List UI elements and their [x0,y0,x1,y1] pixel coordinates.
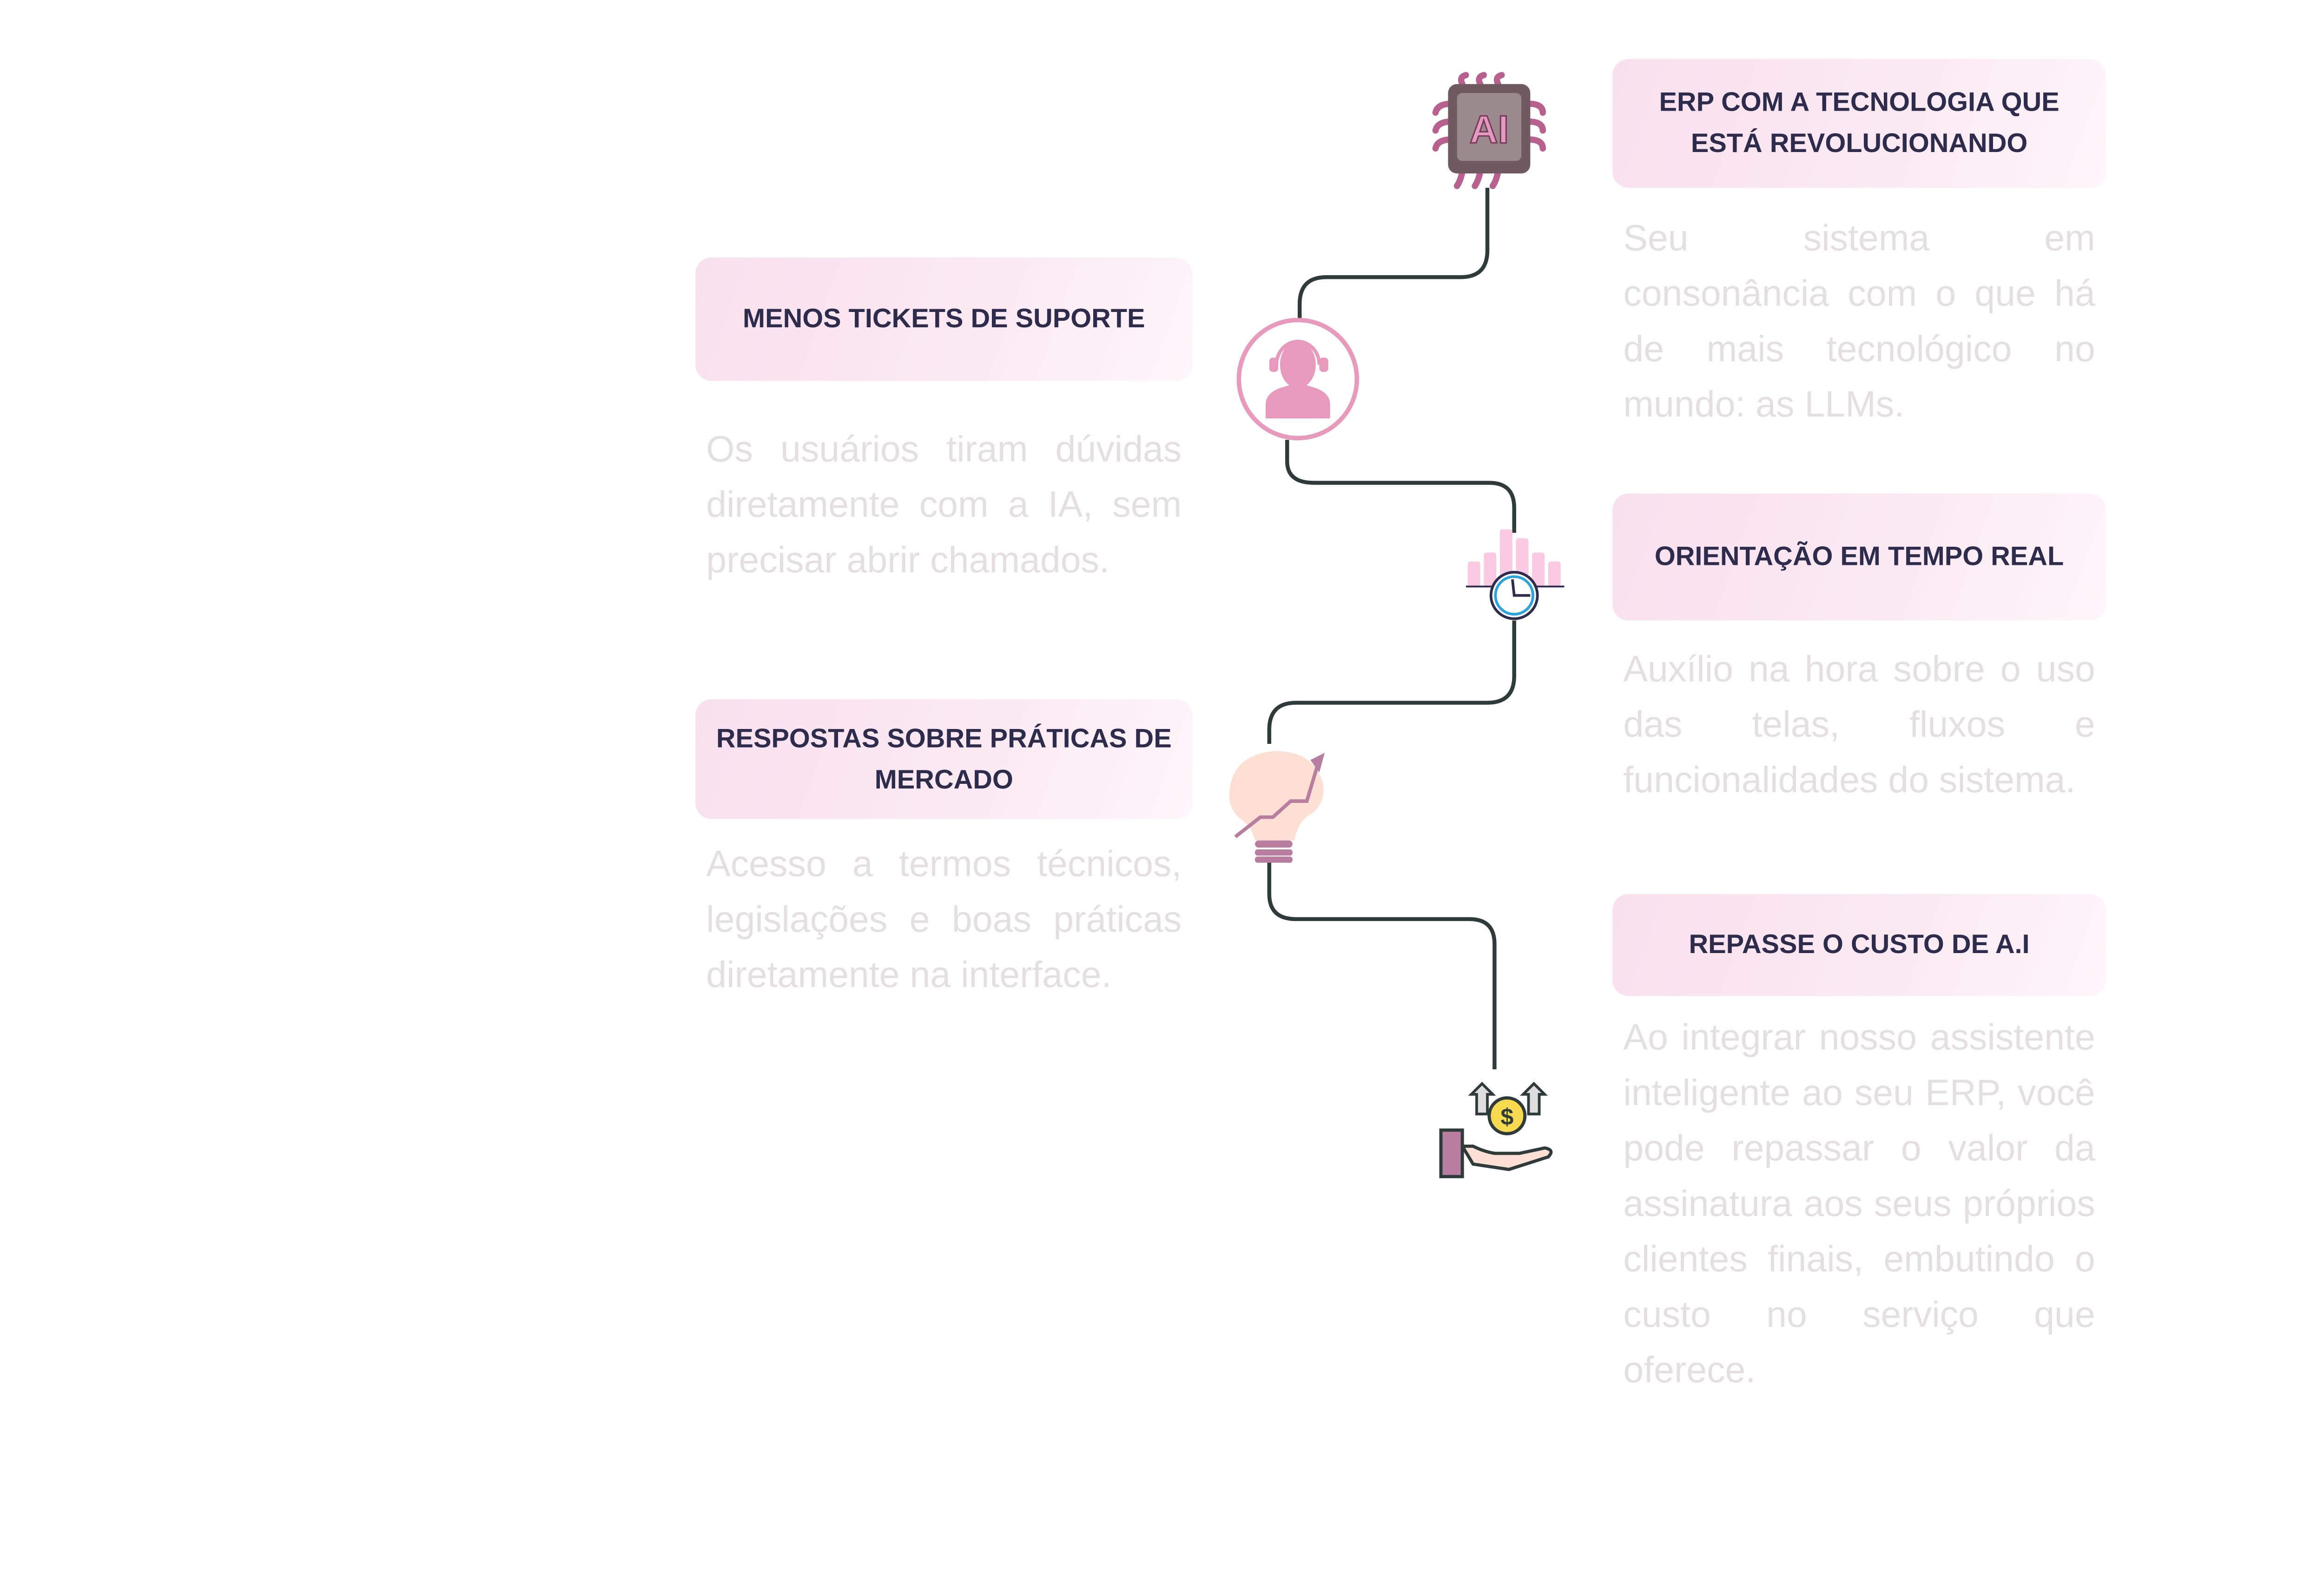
money-hand-icon: $ [1439,1081,1553,1179]
realtime-clock-icon [1466,529,1565,620]
card-description-market-practices: Acesso a termos técnicos, legislações e … [706,844,1182,996]
lightbulb-growth-icon [1229,751,1325,863]
card-title-erp-technology: ERP COM A TECNOLOGIA QUE ESTÁ REVOLUCION… [1612,59,2106,188]
card-description-ai-cost: Ao integrar nosso assistente inteligente… [1623,1017,2095,1391]
svg-text:AI: AI [1470,107,1509,152]
card-description-realtime-guidance: Auxílio na hora sobre o uso das telas, f… [1623,649,2095,802]
card-description-erp-technology: Seu sistema em consonância com o que há … [1623,218,2095,426]
card-title-ai-cost: REPASSE O CUSTO DE A.I [1612,894,2106,996]
card-description-fewer-tickets: Os usuários tiram dúvidas diretamente co… [706,429,1182,582]
support-agent-icon [1236,318,1360,441]
svg-text:$: $ [1500,1104,1513,1130]
card-title-fewer-tickets: MENOS TICKETS DE SUPORTE [695,257,1193,381]
card-title-market-practices: RESPOSTAS SOBRE PRÁTICAS DE MERCADO [695,699,1193,819]
ai-chip-icon: AI [1432,72,1546,189]
card-title-realtime-guidance: ORIENTAÇÃO EM TEMPO REAL [1612,493,2106,621]
